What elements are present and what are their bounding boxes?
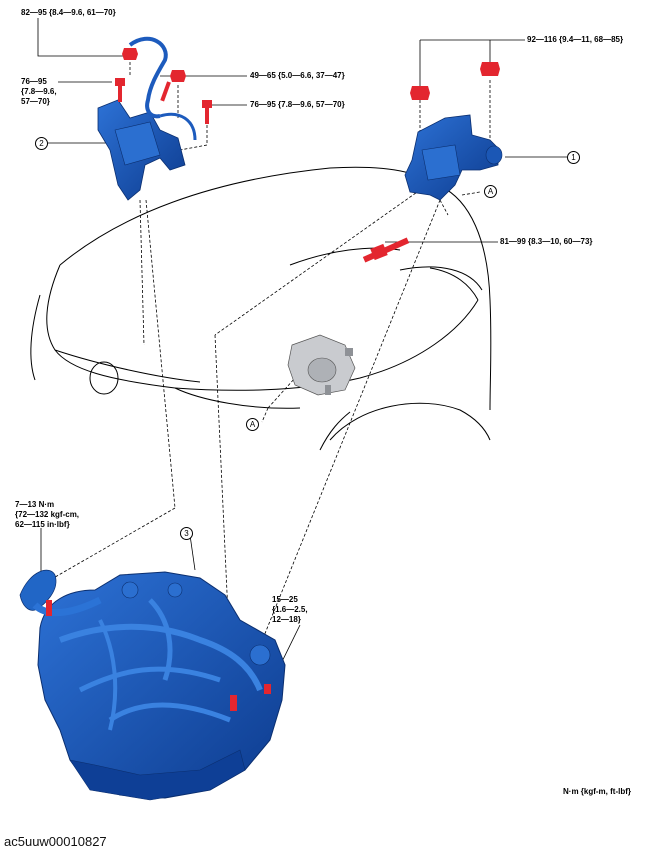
units-label: N·m {kgf-m, ft-lbf} (563, 787, 631, 796)
bolt-left-side (115, 78, 125, 102)
callout-1: 1 (567, 151, 580, 164)
engine-assembly (19, 569, 286, 801)
vehicle-body-outline (30, 166, 492, 451)
dashed-leaders (49, 62, 491, 701)
torque-label-76-95-left: 76—95 {7.8—9.6, 57—70} (21, 77, 57, 106)
torque-label-15-25: 15—25 {1.6—2.5, 12—18} (272, 595, 308, 624)
callout-3: 3 (180, 527, 193, 540)
right-engine-mount (404, 114, 503, 201)
left-engine-mount-bracket (97, 36, 197, 201)
nut-right-1 (410, 86, 430, 100)
bolt-left-top (122, 48, 138, 60)
torque-label-76-95-right: 76—95 {7.8—9.6, 57—70} (250, 100, 345, 109)
torque-label-81-99: 81—99 {8.3—10, 60—73} (500, 237, 593, 246)
torque-label-82-95: 82—95 {8.4—9.6, 61—70} (21, 8, 116, 17)
long-through-bolt (362, 237, 410, 263)
nut-right-2 (480, 62, 500, 76)
torque-label-49-65: 49—65 {5.0—6.6, 37—47} (250, 71, 345, 80)
torque-label-92-116: 92—116 {9.4—11, 68—85} (527, 35, 624, 44)
callout-2: 2 (35, 137, 48, 150)
reference-a-bottom: A (246, 418, 259, 431)
bolt-left-center (160, 70, 186, 102)
figure-id: ac5uuw00010827 (4, 834, 107, 849)
torque-label-7-13: 7—13 N·m {72—132 kgf-cm, 62—115 in·lbf} (15, 500, 80, 529)
bolts (115, 48, 500, 263)
bolt-left-right (202, 100, 212, 124)
reference-a-top: A (484, 185, 497, 198)
mount-on-vehicle (287, 334, 356, 396)
